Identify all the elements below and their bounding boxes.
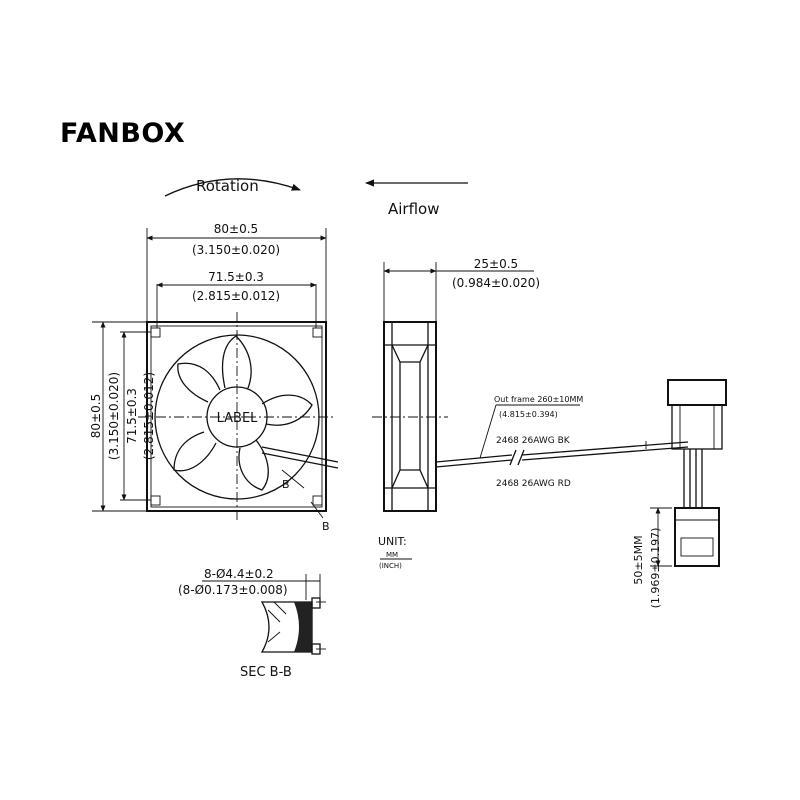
side-view: 25±0.5 (0.984±0.020) <box>372 257 540 512</box>
hole-dia-inch: (8-Ø0.173±0.008) <box>178 583 288 597</box>
fan-frame <box>146 321 327 512</box>
wire-black <box>435 454 513 463</box>
section-detail <box>267 601 287 643</box>
connector-housing <box>667 379 727 406</box>
thickness-dim-mm: 25±0.5 <box>474 257 518 271</box>
terminal-connector <box>674 507 720 567</box>
hole-height-dim-mm: 71.5±0.3 <box>125 388 139 444</box>
lead-length-inch: (1.969±0.197) <box>649 528 662 609</box>
cable-length-leader <box>479 404 497 459</box>
hole-spacing-dim-inch: (2.815±0.012) <box>192 289 280 303</box>
terminal-latch <box>680 537 714 557</box>
section-marker-line <box>281 469 305 489</box>
wire-red <box>521 446 689 461</box>
fan-blades-icon <box>173 335 313 491</box>
unit-mm: MM <box>386 551 398 559</box>
wire-spec-red: 2468 26AWG RD <box>496 479 571 489</box>
hole-height-dim-inch: (2.815±0.012) <box>142 372 156 460</box>
section-b-b: 8-Ø4.4±0.2 (8-Ø0.173±0.008) SEC B-B <box>178 567 326 680</box>
unit-note: UNIT: MM (INCH) <box>378 535 412 570</box>
rotation-arrow-icon <box>164 178 301 197</box>
lead-wire <box>261 452 339 469</box>
wire-spec-black: 2468 26AWG BK <box>496 436 571 446</box>
section-marker-b-bottom: B <box>322 520 330 533</box>
rotation-label: Rotation <box>196 177 259 195</box>
fan-side-frame <box>383 321 437 512</box>
section-hole-icon <box>311 597 321 609</box>
mounting-hole-icon <box>312 327 323 338</box>
section-hatch <box>294 602 312 652</box>
wire-red <box>435 459 513 468</box>
unit-inch: (INCH) <box>379 562 402 570</box>
width-dim-inch: (3.150±0.020) <box>192 243 280 257</box>
wire-break-icon <box>509 449 525 466</box>
front-view: 80±0.5 (3.150±0.020) 71.5±0.3 (2.815±0.0… <box>89 222 339 533</box>
rotation-indicator: Rotation <box>164 177 301 197</box>
airflow-indicator: Airflow <box>365 179 468 218</box>
lead-length-mm: 50±5MM <box>632 535 645 584</box>
unit-label: UNIT: <box>378 535 407 548</box>
mounting-hole-icon <box>150 495 161 506</box>
hole-spacing-dim-mm: 71.5±0.3 <box>208 270 264 284</box>
mounting-hole-icon <box>312 495 323 506</box>
brand-logo: FANBOX <box>60 118 186 149</box>
thickness-dim-inch: (0.984±0.020) <box>452 276 540 290</box>
cable-length-inch: (4.815±0.394) <box>499 410 558 419</box>
width-dim-mm: 80±0.5 <box>214 222 258 236</box>
section-marker-b-top: B <box>282 478 290 491</box>
fan-frame-inner <box>150 325 323 508</box>
section-title: SEC B-B <box>240 665 292 680</box>
height-dim-mm: 80±0.5 <box>89 394 103 438</box>
mounting-hole-icon <box>150 327 161 338</box>
connector-body <box>671 404 723 450</box>
venturi-profile <box>391 469 429 489</box>
airflow-label: Airflow <box>388 200 440 218</box>
height-dim-inch: (3.150±0.020) <box>107 372 121 460</box>
hole-dia-mm: 8-Ø4.4±0.2 <box>204 567 274 581</box>
cable-assembly: Out frame 260±10MM (4.815±0.394) 2468 26… <box>435 379 727 609</box>
wire-black <box>521 441 689 456</box>
section-marker-line <box>310 501 324 519</box>
lead-wire <box>261 446 339 463</box>
venturi-profile <box>391 344 429 363</box>
cable-length-mm: Out frame 260±10MM <box>494 395 583 404</box>
hub-label: LABEL <box>217 411 259 426</box>
